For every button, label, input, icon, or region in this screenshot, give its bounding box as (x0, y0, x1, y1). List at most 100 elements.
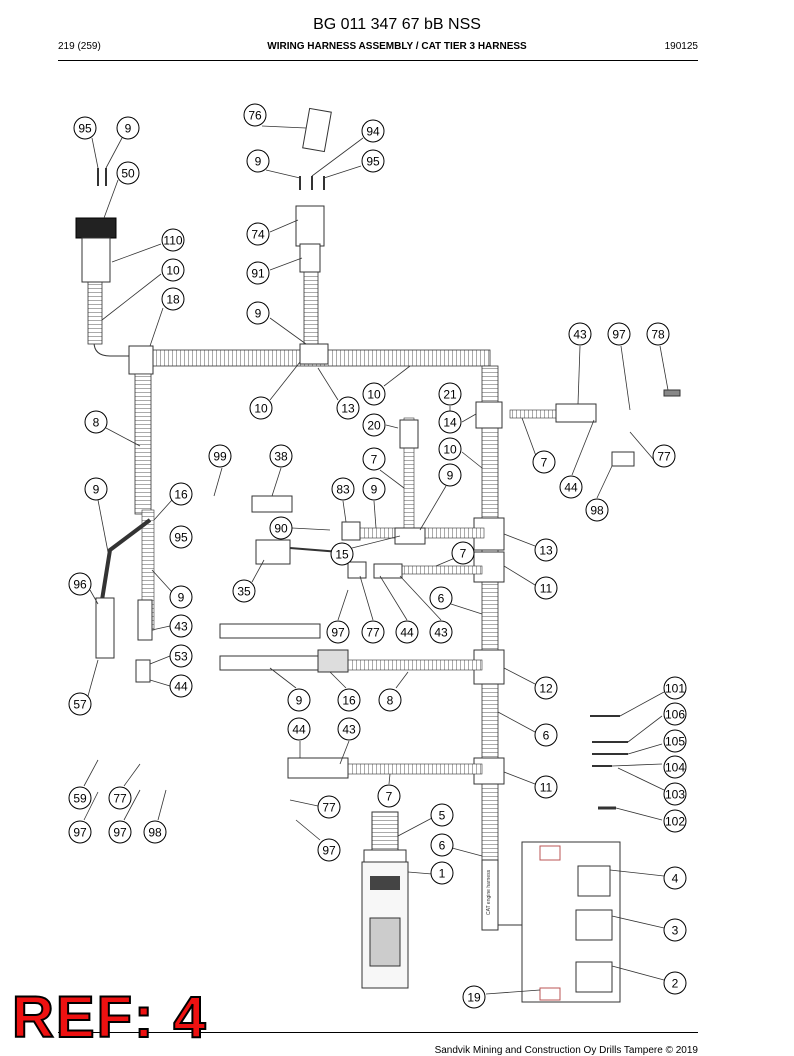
callout-number: 18 (166, 293, 180, 307)
branch-cables (95, 403, 597, 779)
callout-circle (377, 784, 401, 808)
callout-circle (169, 674, 193, 698)
callout-circle (361, 149, 385, 173)
callout-circle (534, 538, 558, 562)
callout-circle (68, 572, 92, 596)
callout-99: 99 (208, 444, 232, 468)
callout-number: 9 (296, 694, 303, 708)
document-title: BG 011 347 67 bB NSS (313, 16, 481, 33)
callout-43: 43 (169, 614, 193, 638)
callout-number: 15 (335, 548, 349, 562)
right-side-wires (590, 715, 628, 810)
callout-2: 2 (663, 971, 687, 995)
callout-15: 15 (330, 542, 354, 566)
callout-circle (336, 396, 360, 420)
ref-label: REF: 4 (11, 985, 208, 1050)
callout-number: 13 (539, 544, 553, 558)
callout-number: 97 (322, 844, 336, 858)
callout-number: 21 (443, 388, 457, 402)
document-date: 190125 (664, 41, 698, 52)
callout-90: 90 (269, 516, 293, 540)
callout-77: 77 (652, 444, 676, 468)
callout-8: 8 (84, 410, 108, 434)
callout-number: 57 (73, 698, 87, 712)
callout-6: 6 (534, 723, 558, 747)
callout-number: 94 (366, 125, 380, 139)
callout-circle (663, 866, 687, 890)
callout-circle (663, 729, 687, 753)
callout-circle (663, 971, 687, 995)
top-connectors (75, 107, 681, 467)
callout-35: 35 (232, 579, 256, 603)
callout-number: 13 (341, 402, 355, 416)
callout-10: 10 (362, 382, 386, 406)
callout-50: 50 (116, 161, 140, 185)
callout-number: 83 (336, 483, 350, 497)
callout-circle (169, 525, 193, 549)
callout-circle (438, 382, 462, 406)
callout-97: 97 (108, 820, 132, 844)
callout-circle (663, 918, 687, 942)
callout-number: 105 (665, 735, 685, 749)
callout-91: 91 (246, 261, 270, 285)
callout-circle (84, 410, 108, 434)
callout-number: 103 (665, 788, 685, 802)
callout-83: 83 (331, 477, 355, 501)
section-title: WIRING HARNESS ASSEMBLY / CAT TIER 3 HAR… (267, 41, 527, 52)
callout-number: 102 (665, 815, 685, 829)
callout-number: 53 (174, 650, 188, 664)
callout-circle (116, 161, 140, 185)
callout-circle (438, 410, 462, 434)
callout-circle (331, 477, 355, 501)
callout-circle (246, 149, 270, 173)
callout-9: 9 (84, 477, 108, 501)
callout-number: 9 (93, 483, 100, 497)
callout-76: 76 (243, 103, 267, 127)
callout-9: 9 (438, 463, 462, 487)
callout-circle (269, 516, 293, 540)
callout-number: 43 (174, 620, 188, 634)
callout-circle (532, 450, 556, 474)
leader-lines (83, 125, 669, 995)
callout-circle (462, 985, 486, 1009)
callout-105: 105 (663, 729, 687, 753)
callout-102: 102 (663, 809, 687, 833)
callout-circle (232, 579, 256, 603)
callout-95: 95 (169, 525, 193, 549)
callout-circle (287, 688, 311, 712)
callout-number: 95 (78, 122, 92, 136)
callout-number: 9 (178, 591, 185, 605)
callout-43: 43 (429, 620, 453, 644)
footer-copyright: Sandvik Mining and Construction Oy Drill… (434, 1045, 698, 1056)
callout-circle (169, 644, 193, 668)
callout-circle (161, 258, 185, 282)
callout-38: 38 (269, 444, 293, 468)
callout-44: 44 (169, 674, 193, 698)
callout-circle (161, 287, 185, 311)
callout-number: 104 (665, 761, 685, 775)
callout-6: 6 (430, 833, 454, 857)
callout-3: 3 (663, 918, 687, 942)
callout-number: 14 (443, 416, 457, 430)
main-trunk: CAT engine harness (87, 269, 505, 931)
callout-1: 1 (430, 861, 454, 885)
callout-16: 16 (337, 688, 361, 712)
callout-number: 90 (274, 522, 288, 536)
callout-number: 59 (73, 792, 87, 806)
callout-number: 1 (439, 867, 446, 881)
callout-number: 11 (540, 582, 553, 596)
callout-circle (108, 786, 132, 810)
callout-number: 10 (166, 264, 180, 278)
callout-circle (161, 228, 185, 252)
callout-circle (607, 322, 631, 346)
callout-number: 50 (121, 167, 135, 181)
callout-number: 76 (248, 109, 262, 123)
header-rule (58, 60, 698, 61)
callout-number: 11 (540, 781, 553, 795)
callout-circle (68, 786, 92, 810)
callout-number: 9 (125, 122, 132, 136)
callout-98: 98 (143, 820, 167, 844)
callout-5: 5 (430, 803, 454, 827)
